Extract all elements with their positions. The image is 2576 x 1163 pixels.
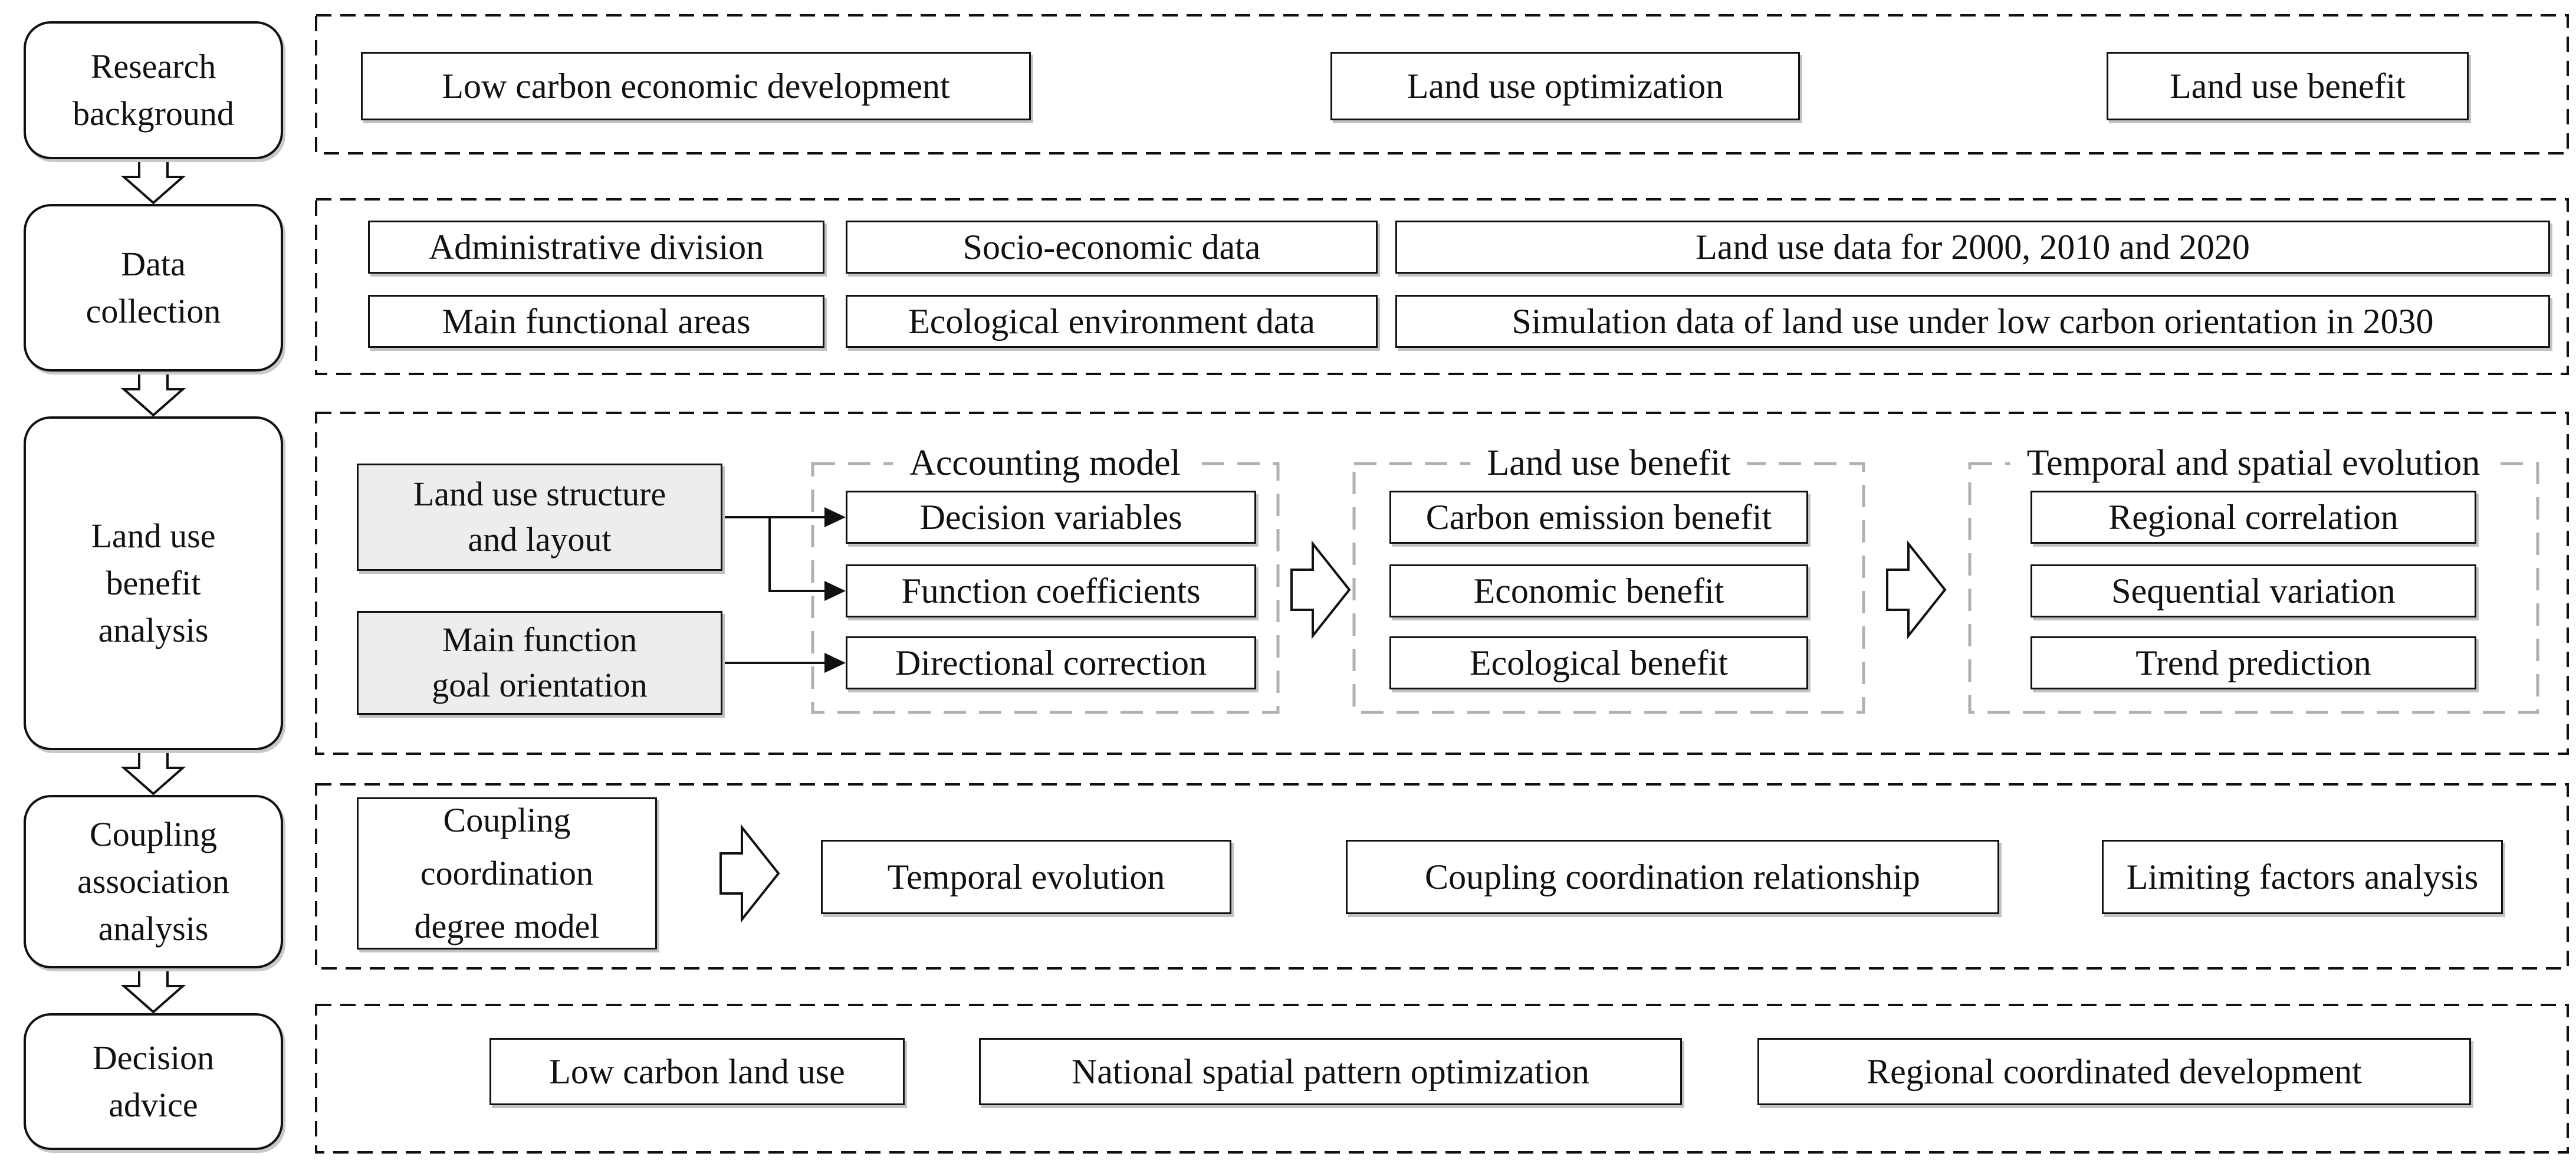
group-title-land-use-benefit: Land use benefit (1470, 440, 1747, 486)
model-line: coordination (420, 854, 594, 893)
box-administrative-division: Administrative division (368, 221, 824, 274)
box-limiting-factors-analysis: Limiting factors analysis (2102, 840, 2503, 914)
stage-label: analysis (98, 909, 209, 948)
arrowhead-icon (824, 581, 846, 601)
box-decision-variables: Decision variables (846, 491, 1256, 544)
box-ecological-environment-data: Ecological environment data (846, 295, 1378, 348)
box-land-use-structure-and-layout: Land use structure and layout (357, 464, 722, 571)
stage-label: collection (86, 292, 221, 330)
down-block-arrow-icon (120, 968, 186, 1014)
box-socio-economic-data: Socio-economic data (846, 221, 1378, 274)
benefit-analysis-container (315, 412, 2569, 755)
box-land-use-data-2000-2010-2020: Land use data for 2000, 2010 and 2020 (1395, 221, 2550, 274)
input-line: Land use structure (413, 475, 666, 514)
box-low-carbon-land-use: Low carbon land use (489, 1038, 905, 1105)
group-title-accounting-model: Accounting model (893, 440, 1197, 486)
down-block-arrow-icon (120, 372, 186, 417)
box-national-spatial-pattern-optimization: National spatial pattern optimization (979, 1038, 1682, 1105)
stage-label: analysis (98, 611, 209, 650)
arrowhead-icon (824, 507, 846, 527)
input-line: and layout (468, 520, 612, 558)
box-directional-correction: Directional correction (846, 636, 1256, 689)
research-background-container (315, 14, 2569, 155)
box-land-use-benefit: Land use benefit (2107, 52, 2469, 120)
stage-label: Coupling (90, 814, 217, 853)
box-main-function-goal-orientation: Main function goal orientation (357, 611, 722, 715)
box-coupling-coordination-degree-model: Coupling coordination degree model (357, 797, 657, 950)
model-line: degree model (414, 906, 600, 945)
down-block-arrow-icon (120, 750, 186, 796)
right-block-arrow-icon (1290, 540, 1351, 639)
input-line: Main function (442, 620, 638, 659)
box-main-functional-areas: Main functional areas (368, 295, 824, 348)
input-line: goal orientation (432, 666, 648, 704)
box-economic-benefit: Economic benefit (1389, 564, 1808, 617)
model-line: Coupling (443, 801, 571, 840)
stage-box-decision-advice: Decision advice (24, 1013, 283, 1150)
box-regional-coordinated-development: Regional coordinated development (1757, 1038, 2471, 1105)
box-land-use-optimization: Land use optimization (1330, 52, 1800, 120)
coupling-analysis-container (315, 783, 2569, 970)
box-carbon-emission-benefit: Carbon emission benefit (1389, 491, 1808, 544)
box-sequential-variation: Sequential variation (2030, 564, 2476, 617)
right-block-arrow-icon (1886, 540, 1947, 639)
stage-label: background (73, 94, 234, 133)
stage-label: Research (90, 47, 216, 86)
connector-line (768, 517, 824, 592)
box-low-carbon-economic-development: Low carbon economic development (361, 52, 1031, 120)
stage-box-land-use-benefit-analysis: Land use benefit analysis (24, 416, 283, 750)
decision-advice-container (315, 1004, 2569, 1154)
group-title-temporal-and-spatial-evolution: Temporal and spatial evolution (2010, 440, 2497, 486)
box-ecological-benefit: Ecological benefit (1389, 636, 1808, 689)
stage-box-coupling-association-analysis: Coupling association analysis (24, 795, 283, 968)
stage-box-data-collection: Data collection (24, 204, 283, 372)
stage-box-research-background: Research background (24, 21, 283, 159)
arrowhead-icon (824, 653, 846, 673)
stage-label: Land use (91, 516, 216, 555)
box-regional-correlation: Regional correlation (2030, 491, 2476, 544)
stage-label: association (77, 862, 229, 901)
stage-label: Data (121, 244, 186, 283)
box-temporal-evolution: Temporal evolution (821, 840, 1231, 914)
stage-label: Decision (92, 1038, 215, 1077)
down-block-arrow-icon (120, 159, 186, 205)
right-block-arrow-icon (719, 824, 780, 923)
stage-label: benefit (106, 563, 201, 602)
box-trend-prediction: Trend prediction (2030, 636, 2476, 689)
data-collection-container (315, 198, 2569, 375)
box-function-coefficients: Function coefficients (846, 564, 1256, 617)
box-simulation-data-2030: Simulation data of land use under low ca… (1395, 295, 2550, 348)
stage-label: advice (109, 1086, 198, 1124)
box-coupling-coordination-relationship: Coupling coordination relationship (1346, 840, 1999, 914)
